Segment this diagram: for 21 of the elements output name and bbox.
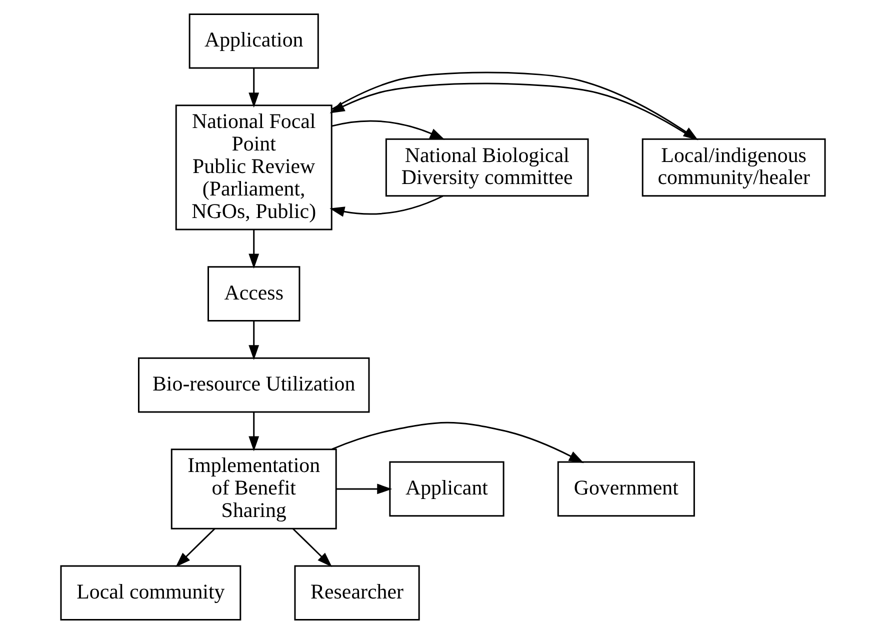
arrow bbox=[331, 422, 584, 464]
arrow bbox=[175, 528, 215, 567]
node-box: Applicant bbox=[388, 461, 504, 517]
arrow bbox=[248, 320, 259, 360]
node-box: Local community bbox=[60, 565, 241, 621]
arrow bbox=[331, 120, 444, 140]
arrow bbox=[248, 412, 259, 452]
node-box: National Focal Point Public Review (Parliament, NGOs, Public) bbox=[174, 104, 332, 230]
node-box: Access bbox=[207, 266, 300, 322]
arrow bbox=[336, 484, 392, 494]
arrow bbox=[248, 230, 259, 269]
arrow bbox=[329, 195, 443, 217]
node-box: National Biological Diversity committee bbox=[384, 138, 588, 197]
node-box: Implementation of Benefit Sharing bbox=[170, 448, 336, 530]
node-box: Researcher bbox=[294, 565, 420, 621]
node-box: Application bbox=[188, 13, 318, 69]
arrow bbox=[248, 68, 259, 108]
arrow bbox=[292, 528, 332, 567]
node-box: Bio-resource Utilization bbox=[137, 357, 370, 413]
node-box: Government bbox=[556, 461, 694, 517]
node-box: Local/indigenous community/healer bbox=[641, 138, 826, 197]
